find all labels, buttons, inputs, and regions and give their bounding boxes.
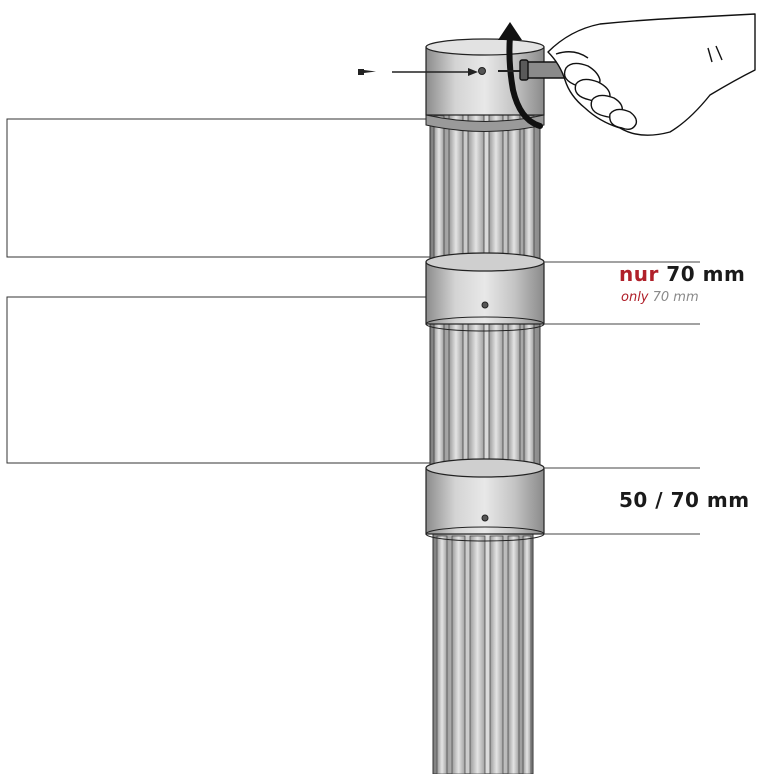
- lower-pole-tube: [432, 533, 534, 774]
- top-clamp-ring: [425, 38, 545, 132]
- label-nur-measure: 70 mm: [658, 262, 746, 286]
- upper-panel: [6, 118, 431, 258]
- screw-hole-top: [478, 67, 486, 75]
- label-only-measure: 70 mm: [648, 290, 699, 305]
- arrow-right-icon: [392, 68, 478, 76]
- screw-hole-middle: [481, 301, 489, 309]
- label-only-word: only: [621, 290, 649, 305]
- screw-hole-lower: [481, 514, 489, 522]
- rotate-arrow-icon: [498, 22, 543, 129]
- lower-clamp-ring: [425, 458, 545, 542]
- lower-panel: [6, 296, 431, 464]
- label-only-70mm-english: only 70 mm: [621, 290, 699, 305]
- label-nur-word: nur: [619, 262, 659, 286]
- screw-icon: [358, 69, 376, 75]
- label-50-70mm: 50 / 70 mm: [619, 488, 750, 512]
- label-only-70mm-german: nur 70 mm: [619, 262, 745, 286]
- fluted-profile-upper: [429, 111, 541, 263]
- hand-with-screwdriver-icon: [498, 13, 756, 136]
- middle-clamp-ring: [425, 252, 545, 332]
- fluted-profile-middle: [429, 321, 541, 471]
